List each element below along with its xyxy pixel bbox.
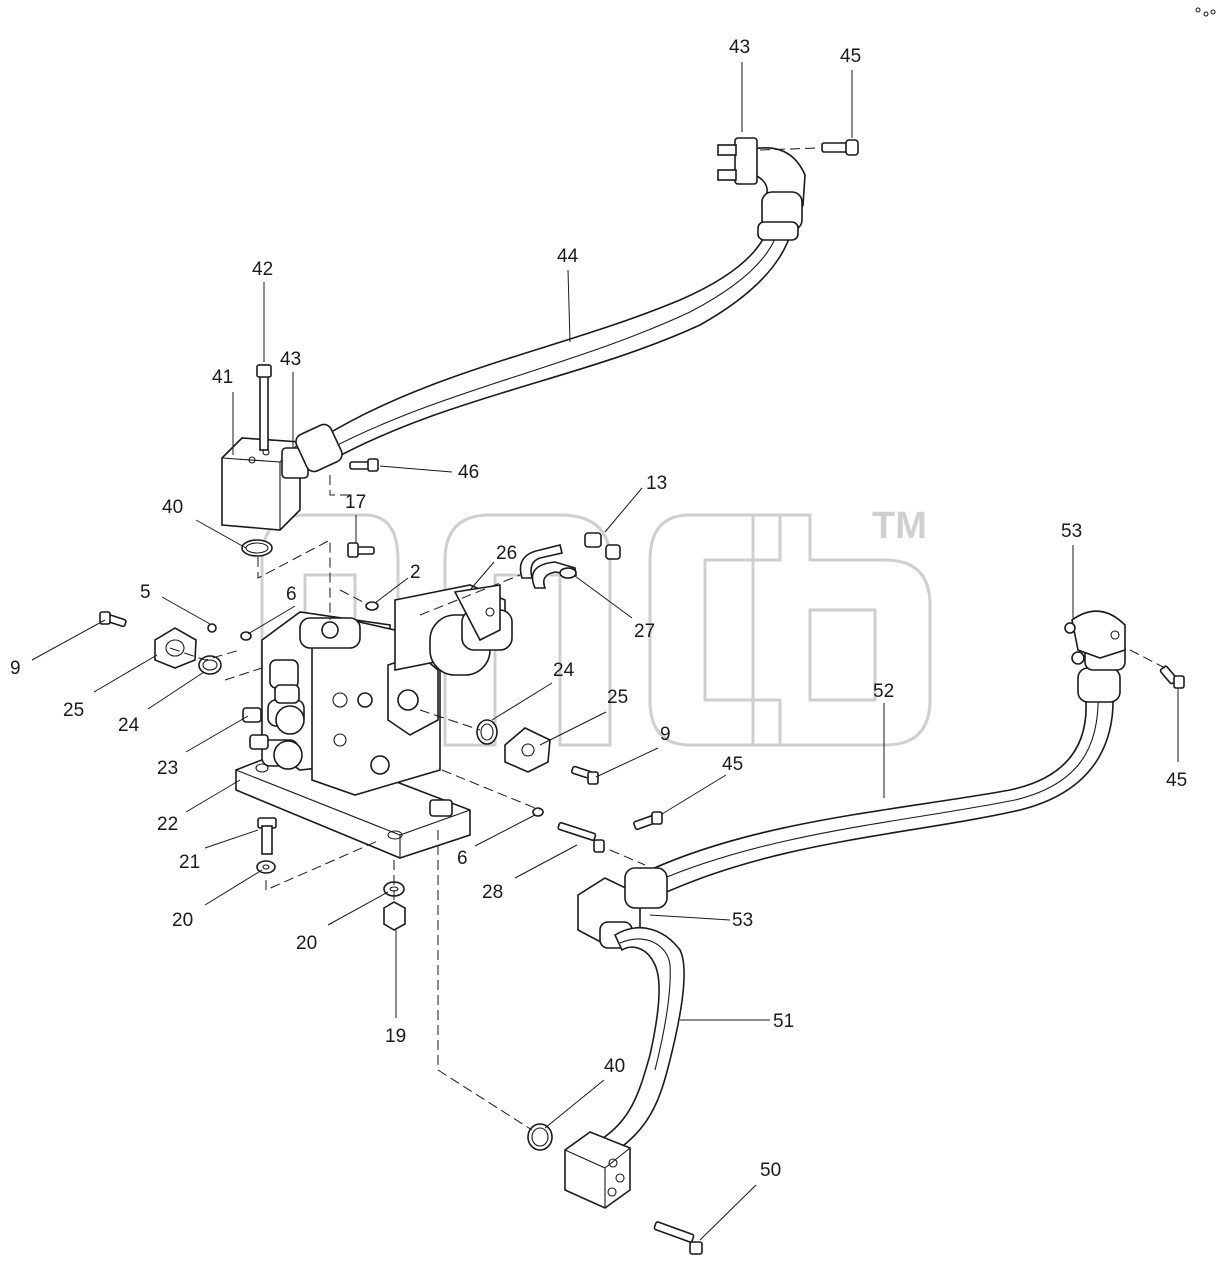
callout-46: 46 — [458, 462, 479, 483]
hose-44 — [316, 188, 797, 464]
callout-6: 6 — [286, 584, 297, 605]
callout-27: 27 — [634, 621, 655, 642]
nut-19 — [383, 901, 406, 931]
callout-9: 9 — [660, 724, 671, 745]
callout-45: 45 — [840, 46, 861, 67]
u-bolt-26 — [519, 544, 577, 589]
callout-41: 41 — [212, 367, 233, 388]
watermark-letter-b — [751, 513, 932, 747]
callout-24: 24 — [118, 715, 140, 736]
bolt-17 — [347, 542, 375, 558]
corner-mark — [1195, 7, 1216, 17]
callout-53: 53 — [732, 910, 753, 931]
washer-27 — [559, 567, 577, 579]
o-ring-40-bottom — [527, 1123, 553, 1151]
control-valve-body — [261, 584, 513, 796]
callout-6: 6 — [457, 848, 468, 869]
callout-28: 28 — [482, 882, 503, 903]
callout-24: 24 — [553, 660, 575, 681]
o-ring-40-top — [241, 539, 273, 557]
washer-6-bottom — [532, 807, 544, 817]
callout-2: 2 — [410, 562, 421, 583]
callout-23: 23 — [157, 758, 178, 779]
bolt-45-middle — [633, 811, 663, 831]
watermark-letter-c — [648, 513, 782, 747]
valve-fittings-23 — [242, 659, 305, 770]
callout-25: 25 — [607, 687, 628, 708]
fitting-43-left — [281, 423, 343, 479]
callout-20: 20 — [172, 910, 193, 931]
flange-block-50 — [564, 1131, 631, 1209]
hose-51 — [598, 927, 685, 1157]
bolt-45-top — [821, 139, 859, 156]
callout-13: 13 — [646, 473, 667, 494]
callout-50: 50 — [760, 1160, 781, 1181]
bolt-46 — [349, 458, 379, 472]
callout-25: 25 — [63, 700, 84, 721]
bolt-42 — [256, 364, 272, 451]
nut-13 — [584, 532, 621, 560]
leader-lines — [31, 62, 1179, 1241]
callout-17: 17 — [345, 492, 366, 513]
hose-52 — [648, 639, 1126, 897]
callout-43: 43 — [729, 37, 750, 58]
fitting-43-top — [717, 137, 806, 241]
callout-43: 43 — [280, 349, 301, 370]
bolt-45-right — [1159, 665, 1185, 689]
bolt-50 — [653, 1221, 703, 1255]
watermark-letter-n — [443, 513, 612, 747]
fitting-53-top — [1064, 610, 1126, 665]
callout-45: 45 — [722, 754, 743, 775]
o-ring-24-left — [198, 655, 222, 675]
bolt-28 — [557, 821, 605, 853]
callout-9: 9 — [10, 658, 21, 679]
callout-21: 21 — [179, 852, 200, 873]
o-ring-24-right — [476, 719, 498, 745]
callout-53: 53 — [1061, 521, 1082, 542]
callout-45: 45 — [1166, 770, 1187, 791]
callout-52: 52 — [873, 681, 894, 702]
callout-40: 40 — [162, 497, 183, 518]
flange-25-left — [154, 627, 197, 669]
callout-26: 26 — [496, 543, 517, 564]
bolt-9-left — [99, 611, 127, 628]
bolt-9-right — [570, 765, 599, 785]
pin-5 — [207, 623, 217, 633]
flange-25-right — [504, 727, 551, 773]
callout-20: 20 — [296, 933, 317, 954]
callout-22: 22 — [157, 814, 178, 835]
assembly-dashed-lines — [169, 147, 1166, 1131]
callout-40: 40 — [604, 1056, 625, 1077]
callout-42: 42 — [252, 259, 273, 280]
callout-19: 19 — [385, 1026, 406, 1047]
callout-labels: 43 45 44 42 41 43 46 40 17 13 26 2 5 6 2… — [10, 37, 1187, 1181]
bolt-21 — [257, 817, 277, 855]
callout-5: 5 — [140, 582, 151, 603]
washer-2 — [365, 601, 379, 611]
callout-51: 51 — [773, 1011, 794, 1032]
watermark-tm: TM — [872, 505, 927, 547]
callout-44: 44 — [557, 246, 579, 267]
